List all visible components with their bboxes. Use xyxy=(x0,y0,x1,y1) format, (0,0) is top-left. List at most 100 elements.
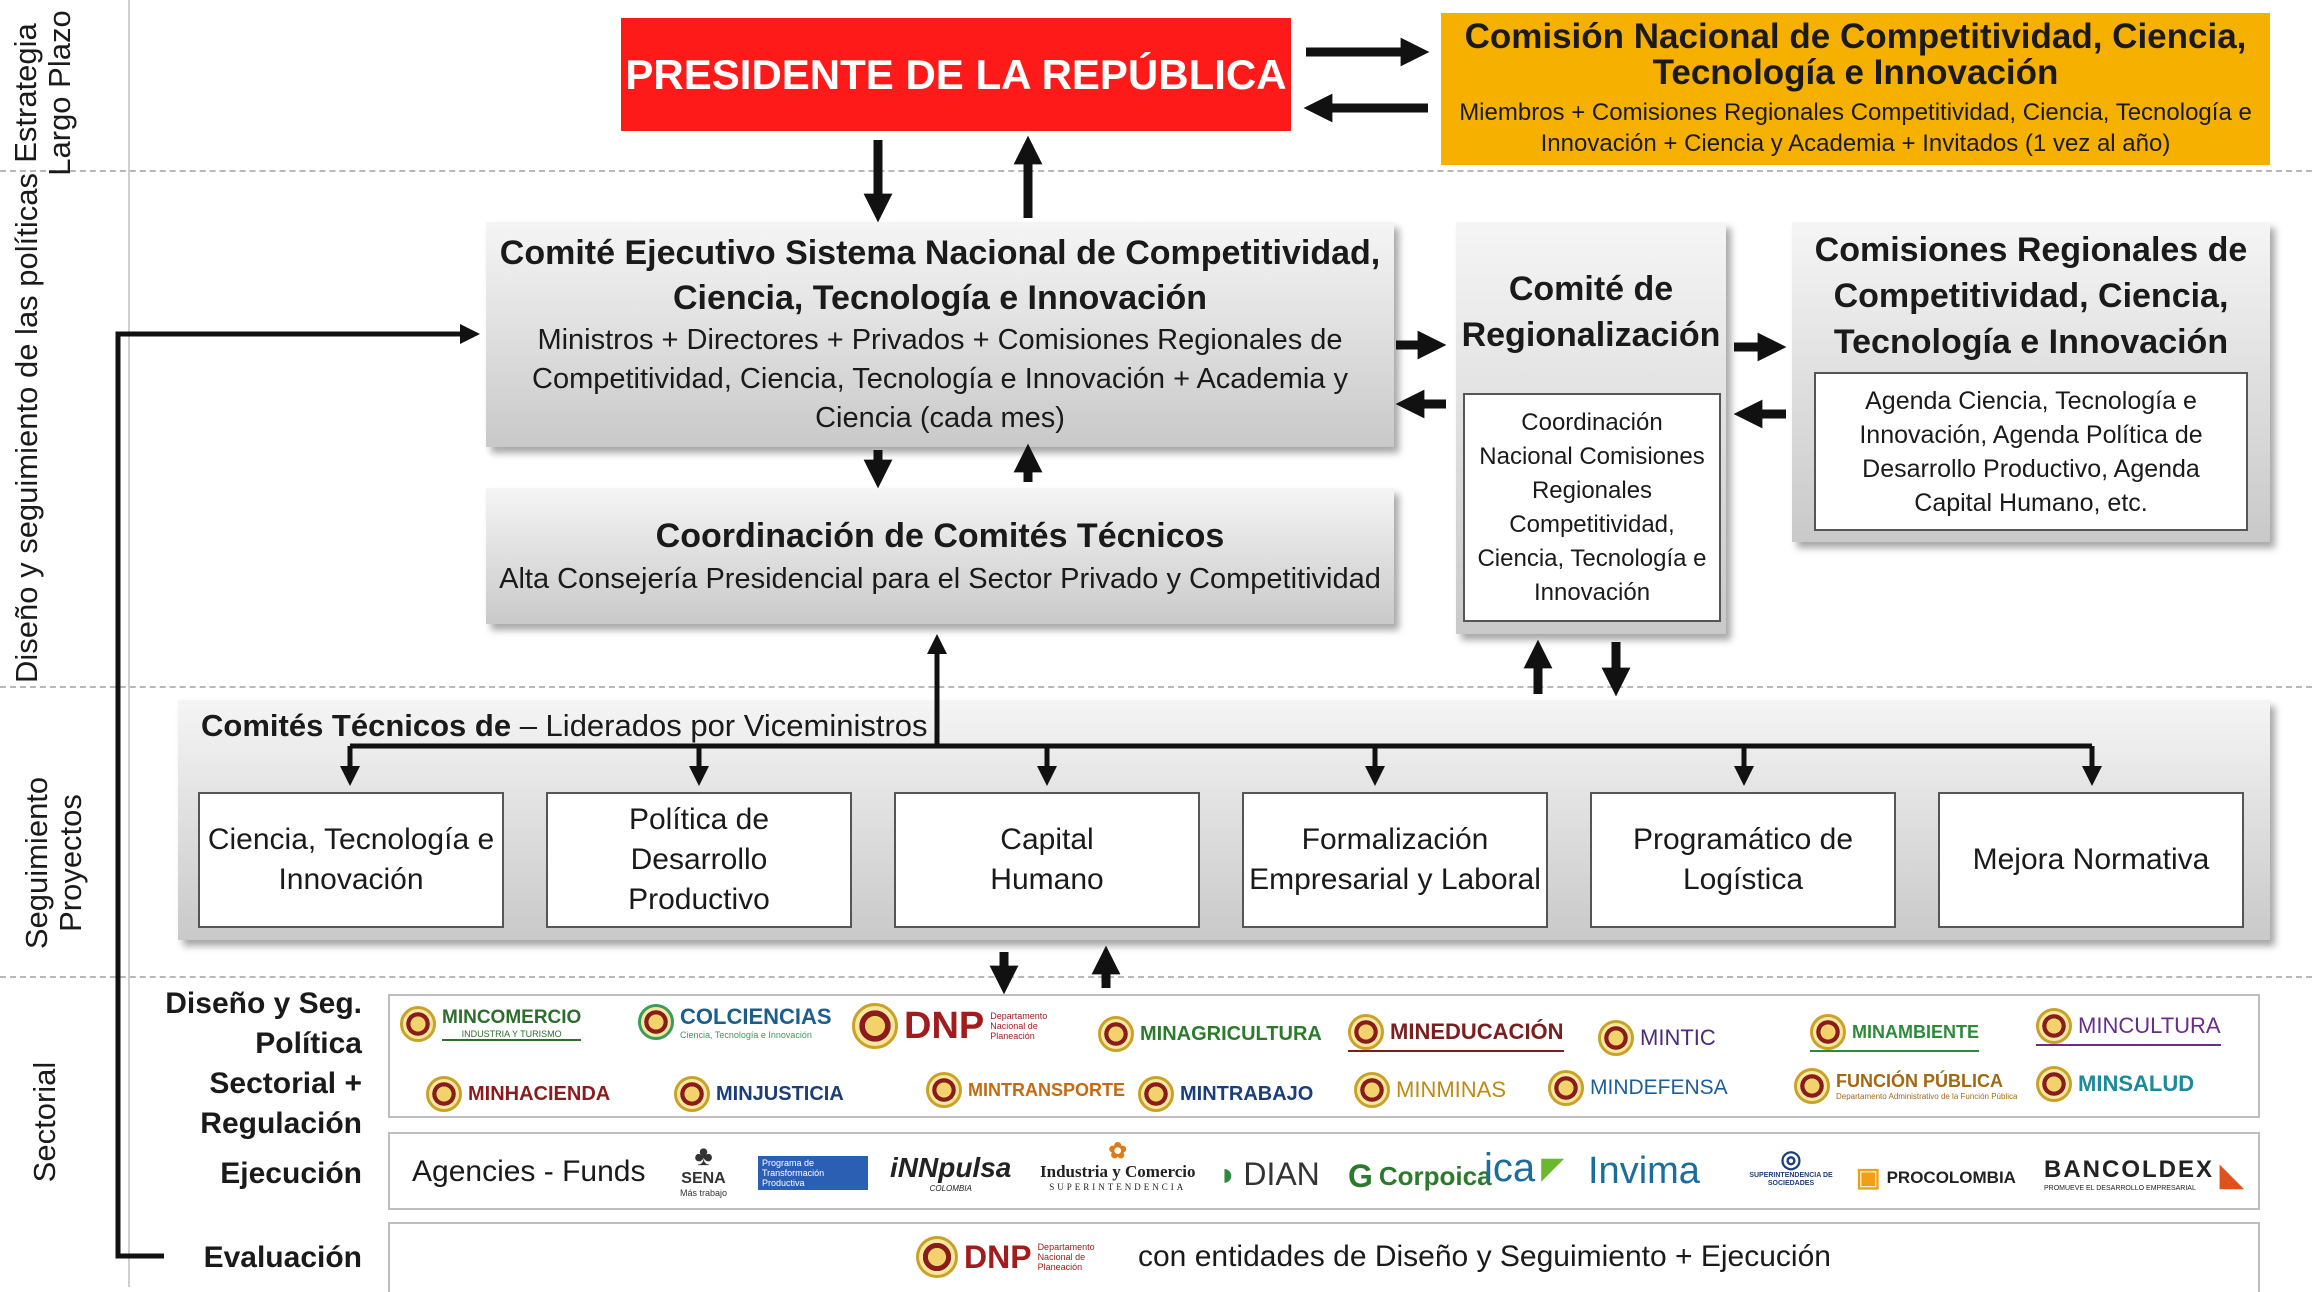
executive-committee-box: Comité Ejecutivo Sistema Nacional de Com… xyxy=(486,222,1394,447)
logo-funcion-publica-text: FUNCIÓN PÚBLICA xyxy=(1836,1070,2003,1091)
sectoral-execution-label: Ejecución xyxy=(220,1157,362,1190)
sectoral-design-label: Diseño y Seg. Política Sectorial + Regul… xyxy=(165,987,362,1140)
logo-colciencias-text: COLCIENCIAS xyxy=(680,1004,832,1029)
logo-supersociedades: ◎SUPERINTENDENCIA DE SOCIEDADES xyxy=(1746,1148,1836,1188)
sectoral-evaluation-label: Evaluación xyxy=(203,1241,362,1274)
logo-mindefensa-text: MINDEFENSA xyxy=(1590,1076,1728,1099)
evaluation-text: con entidades de Diseño y Seguimiento + … xyxy=(1138,1240,1831,1273)
logo-mindefensa: MINDEFENSA xyxy=(1548,1070,1728,1106)
logo-minminas: MINMINAS xyxy=(1354,1072,1506,1108)
committee-productive-development: Política de Desarrollo Productivo xyxy=(546,792,852,928)
logo-mintic-text: MINTIC xyxy=(1640,1025,1716,1050)
logo-sic-sub: SUPERINTENDENCIA xyxy=(1049,1182,1187,1192)
logo-minambiente-text: MINAMBIENTE xyxy=(1852,1021,1979,1042)
logo-dian: ◗DIAN xyxy=(1218,1156,1320,1192)
separator-followup xyxy=(0,976,2312,978)
logo-sic-text: Industria y Comercio xyxy=(1040,1162,1196,1181)
logo-ica: ica◤ xyxy=(1484,1146,1565,1190)
logo-minsalud-text: MINSALUD xyxy=(2078,1071,2195,1096)
separator-design xyxy=(0,686,2312,688)
logo-bancoldex: BANCOLDEX PROMUEVE EL DESARROLLO EMPRESAR… xyxy=(2044,1156,2244,1192)
logo-minsalud: MINSALUD xyxy=(2036,1066,2194,1102)
committee-regulatory: Mejora Normativa xyxy=(1938,792,2244,928)
regionalization-body: Coordinación Nacional Comisiones Regiona… xyxy=(1463,393,1721,622)
national-commission-body: Miembros + Comisiones Regionales Competi… xyxy=(1459,99,2252,157)
logo-dnp-text: DNP xyxy=(904,1004,985,1047)
logo-mincultura: MINCULTURA xyxy=(2036,1008,2221,1046)
logo-mintrabajo-text: MINTRABAJO xyxy=(1180,1082,1314,1105)
logo-mintransporte-text: MINTRANSPORTE xyxy=(968,1079,1125,1100)
regional-commissions-box: Comisiones Regionales de Competitividad,… xyxy=(1792,222,2270,542)
logo-minjusticia-text: MINJUSTICIA xyxy=(716,1082,844,1105)
technical-coordination-box: Coordinación de Comités Técnicos Alta Co… xyxy=(486,488,1394,624)
logo-ptp: Programa de Transformación Productiva xyxy=(758,1156,868,1190)
logo-dian-text: DIAN xyxy=(1243,1156,1320,1192)
committee-formalization: Formalización Empresarial y Laboral xyxy=(1242,792,1548,928)
agencies-label: Agencies - Funds xyxy=(412,1155,646,1188)
logo-minambiente: MINAMBIENTE xyxy=(1810,1014,1979,1052)
logo-bancoldex-sub: PROMUEVE EL DESARROLLO EMPRESARIAL xyxy=(2044,1185,2196,1192)
logo-innpulsa-sub: COLOMBIA xyxy=(929,1184,972,1193)
committee-human-capital: Capital Humano xyxy=(894,792,1200,928)
logo-mintransporte: MINTRANSPORTE xyxy=(926,1072,1125,1108)
technical-committees-panel: Comités Técnicos de – Liderados por Vice… xyxy=(178,700,2270,940)
national-commission-box: Comisión Nacional de Competitividad, Cie… xyxy=(1441,13,2270,165)
separator-strategy xyxy=(0,170,2312,172)
logo-mintrabajo: MINTRABAJO xyxy=(1138,1076,1313,1112)
logo-minminas-text: MINMINAS xyxy=(1396,1077,1506,1102)
logo-procolombia-text: PROCOLOMBIA xyxy=(1886,1167,2016,1187)
technical-committees-title: Comités Técnicos de – Liderados por Vice… xyxy=(201,708,928,744)
regional-commissions-title: Comisiones Regionales de Competitividad,… xyxy=(1814,231,2248,361)
logo-mincultura-text: MINCULTURA xyxy=(2078,1013,2221,1038)
logo-minagricultura-text: MINAGRICULTURA xyxy=(1140,1022,1322,1045)
logo-dnp-evaluation-sub: Departamento Nacional de Planeación xyxy=(1037,1242,1095,1272)
president-box: PRESIDENTE DE LA REPÚBLICA xyxy=(621,18,1291,131)
logo-mineducacion: MINEDUCACIÓN xyxy=(1348,1014,1564,1052)
logo-dnp-evaluation-text: DNP xyxy=(964,1238,1032,1275)
logo-dnp-sub: Departamento Nacional de Planeación xyxy=(990,1011,1048,1041)
logo-colciencias-sub: Ciencia, Tecnología e Innovación xyxy=(680,1030,812,1040)
left-axis-separator xyxy=(128,0,130,1287)
logo-mincomercio-text: MINCOMERCIO xyxy=(442,1007,582,1028)
logo-supersociedades-text: SUPERINTENDENCIA DE SOCIEDADES xyxy=(1749,1172,1833,1187)
logo-mintic: MINTIC xyxy=(1598,1020,1716,1056)
evaluation-box xyxy=(388,1222,2260,1292)
logo-minhacienda: MINHACIENDA xyxy=(426,1076,610,1112)
logo-procolombia: ▣PROCOLOMBIA xyxy=(1856,1162,2016,1192)
committee-cti: Ciencia, Tecnología e Innovación xyxy=(198,792,504,928)
logo-funcion-publica-sub: Departamento Administrativo de la Funció… xyxy=(1836,1091,2018,1101)
logo-minhacienda-text: MINHACIENDA xyxy=(468,1082,611,1105)
committee-logistics: Programático de Logística xyxy=(1590,792,1896,928)
technical-coordination-body: Alta Consejería Presidencial para el Sec… xyxy=(499,563,1381,595)
logo-minjusticia: MINJUSTICIA xyxy=(674,1076,844,1112)
regionalization-title: Comité de Regionalización xyxy=(1461,270,1721,354)
logo-ica-text: ica xyxy=(1484,1146,1536,1190)
regionalization-box: Comité de Regionalización Coordinación N… xyxy=(1456,222,1726,634)
technical-coordination-title: Coordinación de Comités Técnicos xyxy=(655,517,1225,555)
evaluation-feedback-line xyxy=(115,324,480,1259)
logo-sena-sub: Más trabajo xyxy=(680,1188,728,1198)
technical-committees-title-bold: Comités Técnicos de xyxy=(201,708,512,743)
logo-sena-text: SENA xyxy=(681,1170,726,1187)
technical-committees-title-rest: – Liderados por Viceministros xyxy=(511,708,928,743)
logo-mineducacion-text: MINEDUCACIÓN xyxy=(1390,1019,1564,1044)
logo-corpoica-text: Corpoica xyxy=(1378,1161,1492,1191)
logo-innpulsa-text: iNNpulsa xyxy=(890,1152,1012,1183)
national-commission-title: Comisión Nacional de Competitividad, Cie… xyxy=(1464,17,2247,92)
logo-invima-text: Invima xyxy=(1588,1150,1700,1192)
regional-commissions-body: Agenda Ciencia, Tecnología e Innovación,… xyxy=(1814,372,2248,531)
logo-invima: Invima xyxy=(1588,1150,1700,1193)
logo-mincomercio-sub: INDUSTRIA Y TURISMO xyxy=(461,1029,562,1039)
logo-bancoldex-text: BANCOLDEX xyxy=(2044,1156,2215,1183)
agencies-box xyxy=(388,1132,2260,1210)
